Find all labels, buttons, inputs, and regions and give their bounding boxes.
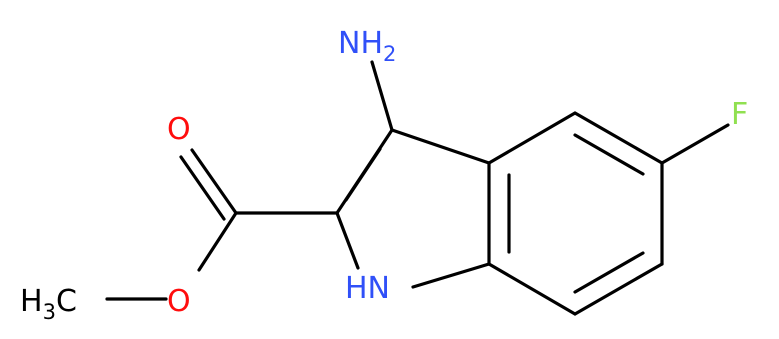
bond-c3-c2-inner bbox=[344, 147, 382, 202]
carbonyl-oxygen-label: O bbox=[167, 112, 191, 147]
bond-carbonyl-oxygen bbox=[190, 148, 238, 215]
atom-labels: NH2 F O O HN H3C bbox=[20, 26, 748, 324]
ring-nitrogen-label: HN bbox=[345, 271, 390, 306]
amine-main-text: NH bbox=[338, 26, 383, 61]
bonds bbox=[105, 60, 730, 316]
bond-c6-c7 bbox=[573, 262, 664, 316]
bond-c2-n1 bbox=[335, 211, 360, 270]
bond-c6-c7-inner bbox=[573, 251, 645, 294]
bond-c3a-c4 bbox=[487, 111, 577, 165]
amine-group-label: NH2 bbox=[338, 26, 396, 66]
bond-n1-c7a bbox=[411, 262, 491, 289]
methyl-subscript: 3 bbox=[43, 300, 56, 324]
bond-carbonyl-ester-oxygen bbox=[197, 211, 238, 272]
bond-c4-c5 bbox=[573, 111, 664, 165]
methyl-suffix-text: C bbox=[56, 284, 77, 319]
ester-oxygen-label: O bbox=[167, 284, 191, 319]
bond-c3-amine bbox=[370, 60, 394, 132]
bond-c7-c7a bbox=[487, 262, 577, 316]
bond-c4-c5-inner bbox=[573, 133, 645, 176]
amine-subscript: 2 bbox=[383, 42, 396, 66]
bond-carbonyl-oxygen-2 bbox=[179, 155, 226, 221]
methyl-prefix-text: H bbox=[20, 284, 43, 319]
bond-c5-fluorine bbox=[660, 123, 730, 165]
methyl-group-label: H3C bbox=[20, 284, 77, 324]
bond-c3-c3a bbox=[390, 128, 491, 165]
fluorine-label: F bbox=[731, 97, 748, 132]
